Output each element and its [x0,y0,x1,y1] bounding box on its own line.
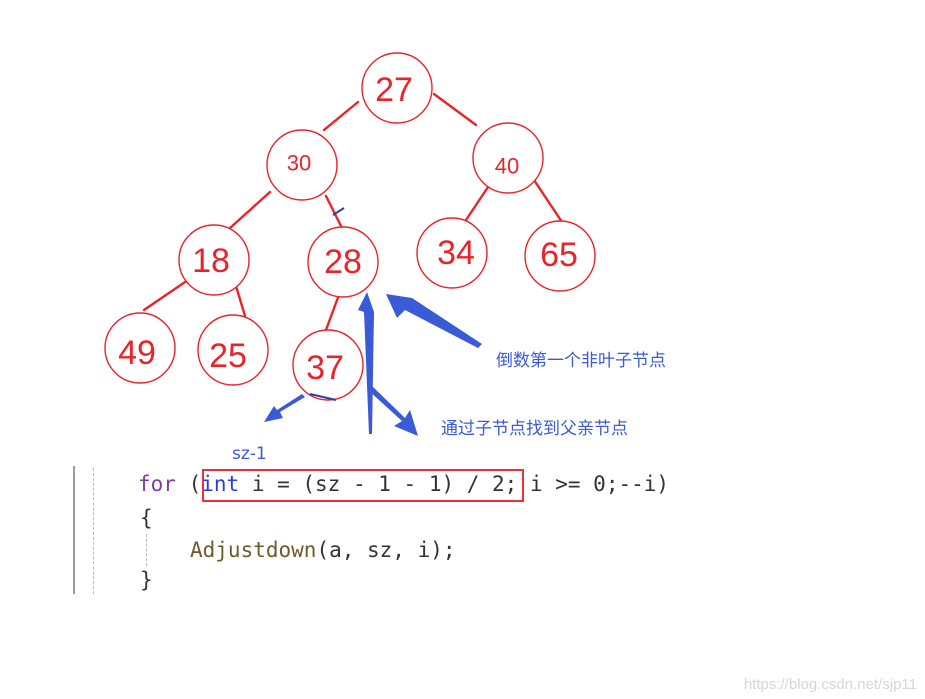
mark-under-37 [309,393,337,401]
code-indent-guide-inner [146,534,148,566]
svg-text:40: 40 [495,154,519,179]
code-keyword-for: for [138,472,176,496]
tree-node-28: 28 [307,226,379,298]
code-gutter-line [73,466,75,594]
code-paren: ( [175,472,202,496]
label-last-non-leaf: 倒数第一个非叶子节点 [496,351,666,371]
svg-text:18: 18 [192,242,230,280]
code-line-call: Adjustdown(a, sz, i); [190,538,456,562]
code-call-args: (a, sz, i); [316,538,456,562]
edge-mark [332,207,345,216]
tree-edges [142,92,564,332]
watermark: https://blog.csdn.net/sjp11 [743,676,917,693]
arrow-up-to-parent [358,292,374,434]
edge-28-37 [324,290,342,332]
label-sz-minus-1: sz-1 [232,444,267,464]
code-type-int: int [201,472,240,496]
arrow-to-last-non-leaf [386,294,482,348]
svg-text:28: 28 [324,243,362,281]
tree-node-49: 49 [104,312,176,384]
tree-node-25: 25 [197,314,269,386]
tree-node-27: 27 [361,52,433,124]
edge-40-34 [464,185,490,222]
code-line-close-brace: } [140,568,153,592]
tree-node-37: 37 [292,329,364,401]
tree-node-40: 40 [472,122,544,194]
svg-text:25: 25 [209,337,247,375]
tree-node-65: 65 [524,220,596,292]
code-line-for: for (int i = (sz - 1 - 1) / 2; i >= 0;--… [138,472,669,496]
tree-node-34: 34 [416,217,488,289]
svg-text:34: 34 [437,234,475,272]
edge-27-40 [432,92,478,127]
tree-node-18: 18 [178,224,250,296]
code-indent-guide [93,468,95,594]
svg-text:30: 30 [287,151,311,176]
annotation-arrows [264,292,482,436]
edge-30-18 [228,190,272,230]
arrow-down-to-child [368,386,418,436]
tree-node-30: 30 [266,129,338,201]
code-for-rest: i = (sz - 1 - 1) / 2; i >= 0;--i) [239,472,670,496]
svg-text:65: 65 [540,236,578,274]
svg-text:27: 27 [375,71,413,109]
heap-tree-diagram: 27 30 40 18 28 34 65 49 [104,52,666,464]
edge-18-25 [234,284,247,318]
label-child-to-parent: 通过子节点找到父亲节点 [441,419,628,439]
highlight-box-init-expression [202,469,524,502]
svg-text:37: 37 [306,349,344,387]
code-line-open-brace: { [140,506,153,530]
edge-27-30 [322,100,360,132]
arrow-to-sz-minus-1 [264,394,305,422]
tree-nodes: 27 30 40 18 28 34 65 49 [104,52,596,401]
svg-text:49: 49 [118,334,156,372]
edge-18-49 [142,278,190,312]
edge-40-65 [532,178,564,224]
code-function-adjustdown: Adjustdown [190,538,317,562]
